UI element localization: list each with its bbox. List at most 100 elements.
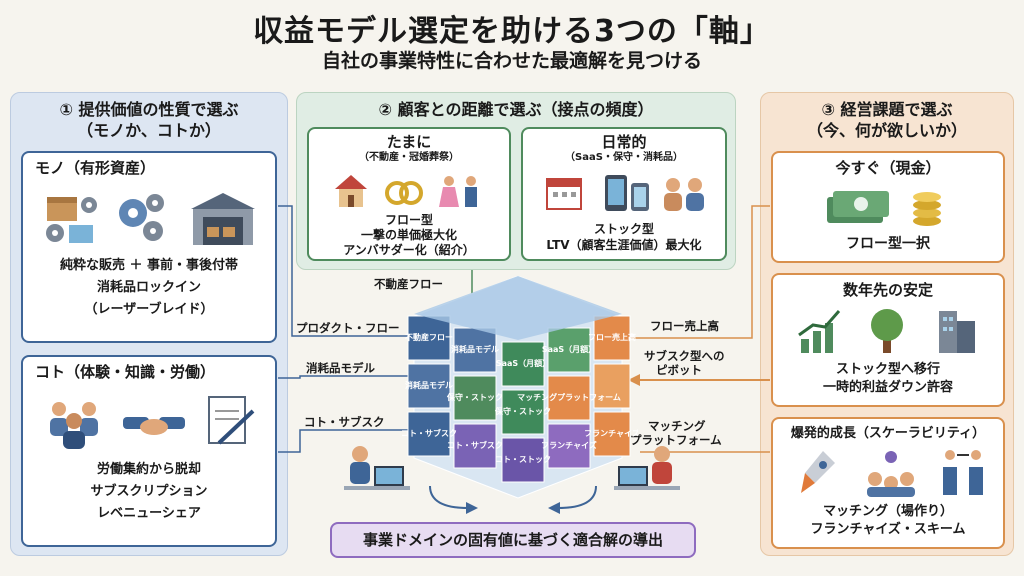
mono-lines: 純粋な販売 ＋ 事前・事後付帯 消耗品ロックイン （レーザーブレイド） <box>23 257 275 319</box>
mono-line: 消耗品ロックイン <box>96 280 201 295</box>
cube-block <box>593 363 631 409</box>
tamani-line: 一撃の単価極大化 <box>360 228 457 242</box>
stability-title: 数年先の安定 <box>842 281 933 299</box>
stability-line: ストック型へ移行 <box>835 362 940 377</box>
cube-label: コト・ストック <box>495 454 551 464</box>
cube-label: フランチャイズ <box>584 428 638 438</box>
koto-line: レベニューシェア <box>97 506 201 521</box>
cycle-arrow-left <box>429 485 469 509</box>
house-icon <box>335 175 367 207</box>
growth-title: 爆発的成長（スケーラビリティ） <box>790 426 986 441</box>
flow-sales-line <box>620 205 770 339</box>
matching-label-1: マッチング <box>648 419 706 433</box>
koto-sub-line <box>278 429 410 453</box>
stability-icons <box>798 309 975 353</box>
tamani-sub: （不動産・冠婚葬祭） <box>359 152 459 163</box>
left-heading: ① 提供価値の性質で選ぶ <box>59 100 239 119</box>
flow-sales-label: フロー売上高 <box>650 319 719 333</box>
building-icon <box>939 311 975 353</box>
nichijo-line: ストック型 <box>593 222 654 236</box>
box-gear-icon <box>46 197 97 243</box>
koto-line: サブスクリプション <box>90 484 208 499</box>
gears-icon <box>119 194 164 241</box>
growth-lines: マッチング（場作り） フランチャイズ・スキーム <box>773 503 1003 539</box>
cube-block <box>407 315 451 361</box>
tree-icon <box>871 309 903 353</box>
fudosan-label: 不動産フロー <box>374 277 443 291</box>
cycle-arrow-head-left <box>466 502 478 514</box>
mono-line: 純粋な販売 ＋ 事前・事後付帯 <box>59 258 239 273</box>
middle-panel: ② 顧客との距離で選ぶ（接点の頻度） たまに （不動産・冠婚葬祭） フロー型 一… <box>296 92 736 270</box>
pivot-label-2: ピボット <box>656 363 702 377</box>
cube-top <box>414 276 622 340</box>
stability-line: 一時的利益ダウン許容 <box>822 380 953 395</box>
rocket-icon <box>801 451 835 493</box>
tamani-line: フロー型 <box>384 213 433 227</box>
cube-label: SaaS（月額） <box>496 358 550 368</box>
cube-block <box>501 341 545 387</box>
cash-icon <box>827 191 941 226</box>
product-label: プロダクト・フロー <box>296 321 400 335</box>
matching-label-2: プラットフォーム <box>630 433 722 447</box>
shomohin-label: 消耗品モデル <box>306 361 375 375</box>
tamani-icons <box>335 175 477 207</box>
nichijo-line: LTV（顧客生涯価値）最大化 <box>546 238 702 252</box>
koto-lines: 労働集約から脱却 サブスクリプション レベニューシェア <box>23 461 275 523</box>
cube-label: フランチャイズ <box>541 440 597 450</box>
growth-line: マッチング（場作り） <box>822 504 953 519</box>
handshake-icon <box>123 417 185 435</box>
pivot-label-1: サブスク型への <box>644 349 725 363</box>
right-heading-sub: （今、何が欲しいか） <box>806 121 967 140</box>
mono-line: （レーザーブレイド） <box>84 302 214 317</box>
cube-label: コト・サブスク <box>401 428 457 438</box>
network-icon <box>867 451 915 497</box>
cube-block <box>547 375 591 421</box>
cube-label: マッチングプラットフォーム <box>517 392 621 402</box>
cube-block <box>501 437 545 483</box>
cube-label: 不動産フロー <box>405 332 453 342</box>
left-heading-sub: （モノか、コトか） <box>77 121 221 140</box>
users-icon <box>664 178 704 211</box>
cube-label: コト・サブスク <box>447 440 503 450</box>
left-column: ① 提供価値の性質で選ぶ （モノか、コトか） モノ（有形資産） 純粋な販売 ＋ … <box>10 92 288 556</box>
pivot-arrow-head <box>628 374 640 386</box>
cube-label: フロー売上高 <box>588 332 636 342</box>
cube-block <box>547 327 591 373</box>
page-title: 収益モデル選定を助ける3つの「軸」 <box>253 14 771 49</box>
koto-line: 労働集約から脱却 <box>96 462 201 477</box>
coins-icon <box>913 192 941 226</box>
tamani-card: たまに （不動産・冠婚葬祭） フロー型 一撃の単価極大化 アンバサダー化（紹介） <box>307 127 511 261</box>
model-cube: 不動産フロー 消耗品モデル SaaS（月額） SaaS（月額） フロー売上高 消… <box>401 276 638 499</box>
middle-heading: ② 顧客との距離で選ぶ（接点の頻度） <box>378 100 654 119</box>
growth-icons <box>801 450 983 497</box>
mono-icons <box>46 193 255 245</box>
warehouse-icon <box>191 193 255 245</box>
cube-label: 保守・ストック <box>494 406 551 416</box>
cube-block <box>407 411 451 457</box>
stability-card: 数年先の安定 ストック型へ移行 一時的利益ダウン許容 <box>771 273 1005 407</box>
koto-title: コト（体験・知識・労働） <box>35 363 216 381</box>
office-worker-left-icon <box>344 446 410 490</box>
consumable-line <box>278 375 410 379</box>
nichijo-icons <box>546 175 704 211</box>
koto-icons <box>50 396 255 449</box>
tamani-title: たまに <box>386 133 432 151</box>
cube-block <box>453 423 497 469</box>
cube-block <box>407 363 451 409</box>
cube-block <box>453 375 497 421</box>
cash-title: 今すぐ（現金） <box>835 159 941 177</box>
cash-line: フロー型一択 <box>846 236 930 252</box>
product-flow-line <box>278 205 410 337</box>
cube-label: 保守・ストック <box>446 392 503 402</box>
cube-label: SaaS（月額） <box>542 344 596 354</box>
koto-sub-label: コト・サブスク <box>304 415 385 429</box>
team-icon <box>50 402 98 449</box>
contract-icon <box>208 396 255 445</box>
koto-card: コト（体験・知識・労働） 労働集約から脱却 サブスクリプション レベニューシェア <box>21 355 277 547</box>
cash-card: 今すぐ（現金） フロー型一択 <box>771 151 1005 263</box>
nichijo-sub: （SaaS・保守・消耗品） <box>565 152 683 163</box>
nichijo-lines: ストック型 LTV（顧客生涯価値）最大化 <box>523 221 725 253</box>
cube-label: 消耗品モデル <box>451 344 499 354</box>
growth-chart-icon <box>798 310 841 353</box>
